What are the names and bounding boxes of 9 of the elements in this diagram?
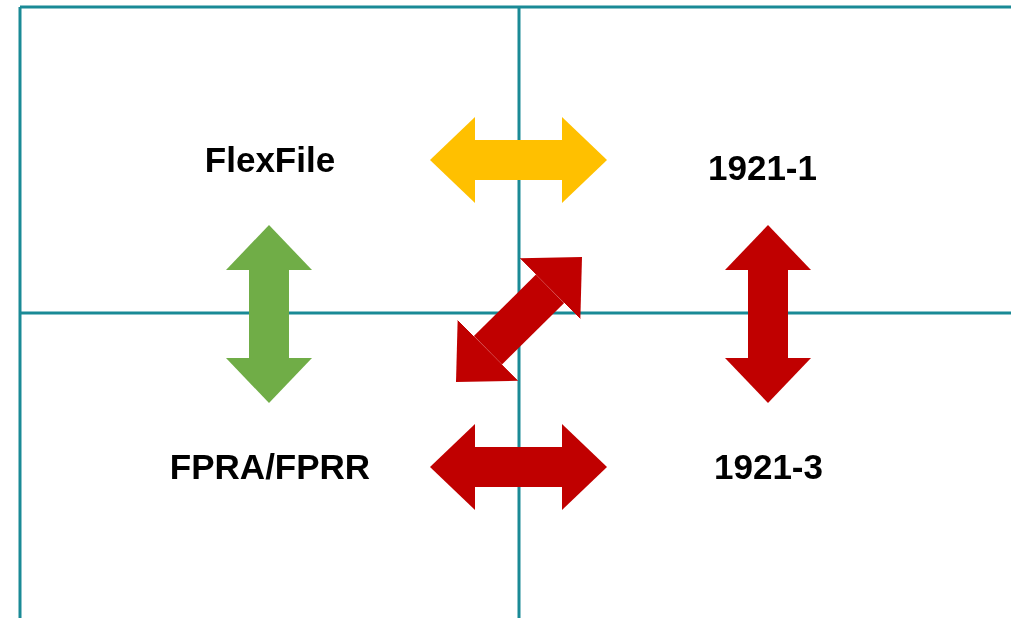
- double-arrow: [430, 117, 607, 203]
- double-arrow: [456, 257, 582, 382]
- node-label: 1921-3: [714, 446, 823, 487]
- double-arrow: [226, 225, 312, 403]
- double-arrow: [430, 424, 607, 510]
- node-label: 1921-1: [708, 147, 817, 188]
- node-label: FlexFile: [204, 140, 336, 180]
- node-label: FPRA/FPRR: [169, 446, 371, 487]
- double-arrow: [725, 225, 811, 403]
